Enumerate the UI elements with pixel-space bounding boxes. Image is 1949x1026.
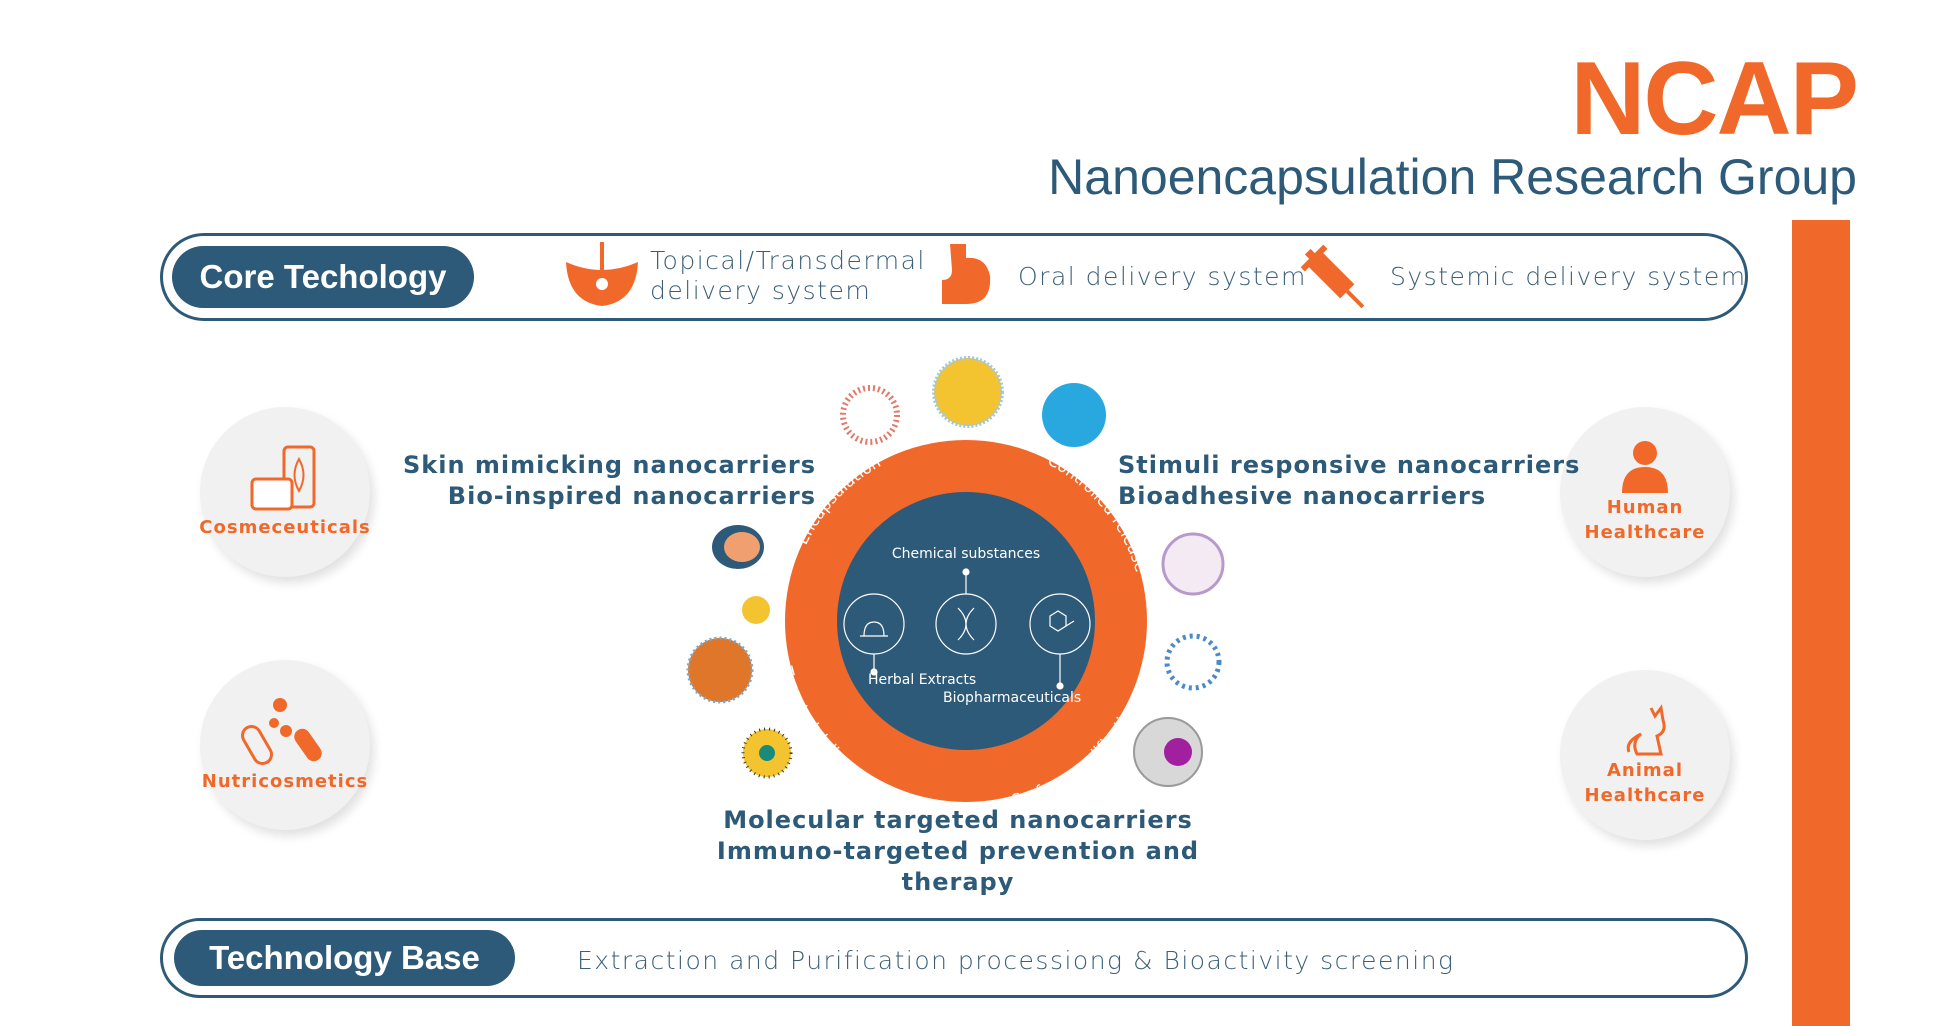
human-label-1: Human [1606, 497, 1684, 518]
nanoparticle-decorations [686, 356, 1225, 787]
cat-icon [1626, 704, 1666, 756]
group-subtitle: Nanoencapsulation Research Group [1048, 149, 1857, 205]
stomach-icon [942, 244, 991, 304]
cosmeceuticals-bubble: Cosmeceuticals [199, 407, 371, 577]
orange-side-bar [1792, 220, 1850, 1026]
systemic-text: Systemic delivery system [1390, 262, 1747, 291]
nutricosmetics-bubble: Nutricosmetics [200, 660, 370, 830]
ncap-logo-title: NCAP [1570, 41, 1859, 157]
technology-base-text: Extraction and Purification processiong … [577, 946, 1455, 975]
core-technology-label: Core Techology [172, 246, 474, 308]
pills-icon [241, 697, 322, 765]
biopharmaceuticals-label: Biopharmaceuticals [943, 690, 1081, 706]
technology-base-label: Technology Base [174, 930, 515, 986]
human-label-2: Healthcare [1584, 522, 1706, 543]
nutricosmetics-label: Nutricosmetics [201, 770, 369, 792]
skin-icon [566, 242, 638, 306]
animal-label-2: Healthcare [1584, 785, 1706, 806]
nanotech-ring-diagram: Encapsulation Controlled release Targete… [686, 356, 1225, 810]
technology-base-frame [160, 918, 1748, 998]
cosmetics-icon [250, 445, 316, 510]
chemical-substances-label: Chemical substances [892, 546, 1040, 562]
herbal-extracts-label: Herbal Extracts [868, 672, 976, 688]
syringe-icon [1300, 244, 1365, 309]
person-icon [1622, 441, 1668, 493]
core-technology-frame [160, 233, 1748, 321]
animal-label-1: Animal [1607, 760, 1683, 781]
oral-text: Oral delivery system [1018, 262, 1307, 291]
cosmeceuticals-label: Cosmeceuticals [199, 516, 371, 538]
